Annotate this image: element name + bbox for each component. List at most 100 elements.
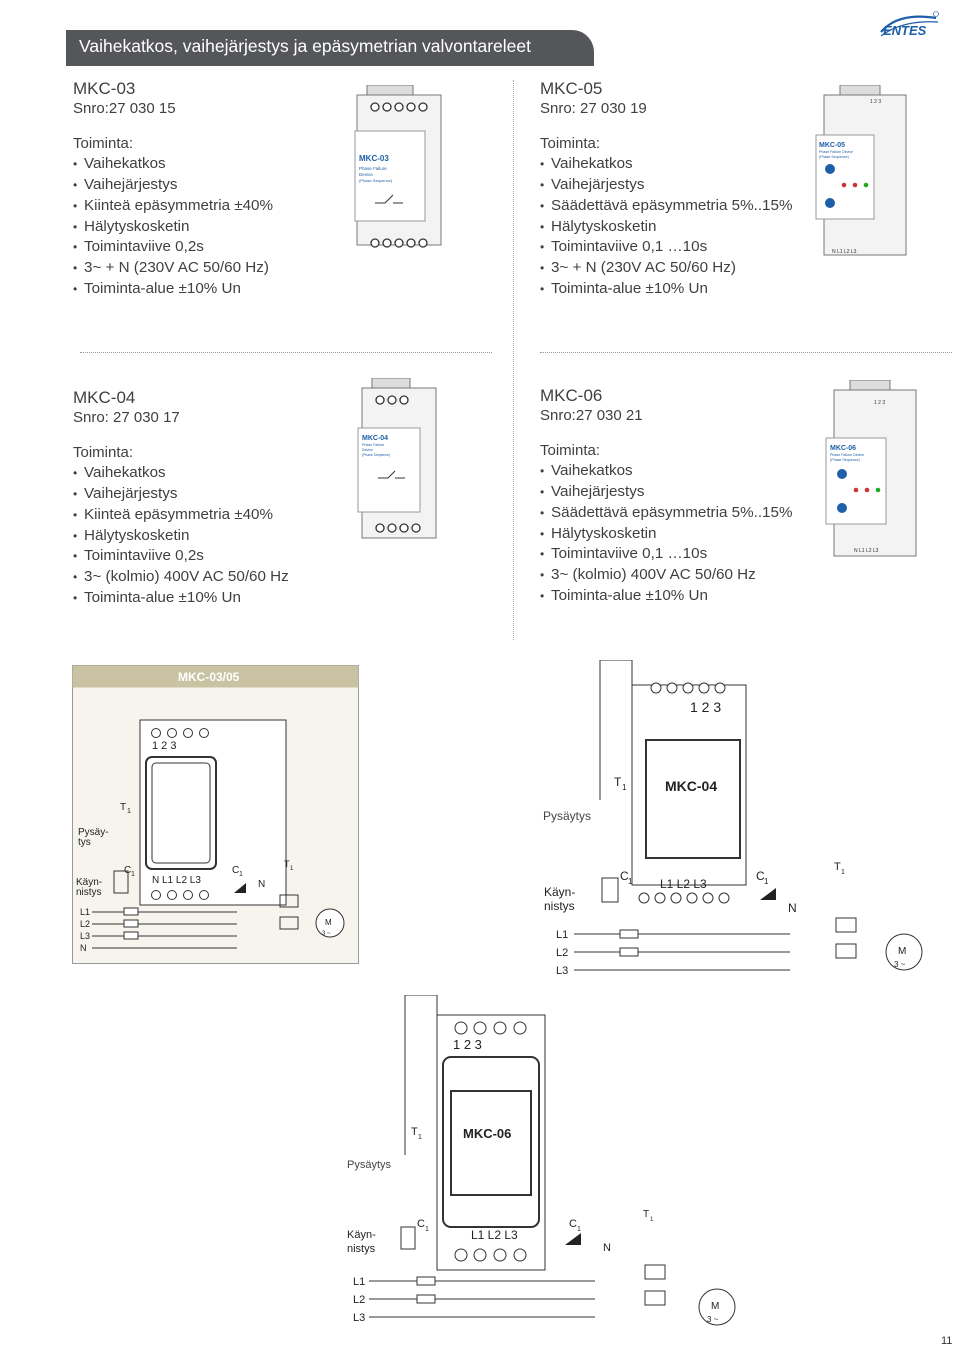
svg-text:Device: Device <box>362 448 373 452</box>
product-snro: Snro: 27 030 19 <box>540 100 647 117</box>
svg-text:1: 1 <box>127 808 131 815</box>
diagram-mkc03-05: MKC-03/05 1 2 3 T 1 Pysäy- tys Käyn- nis… <box>72 665 359 964</box>
svg-text:MKC-04: MKC-04 <box>665 778 717 794</box>
feature-list: Vaihekatkos Vaihejärjestys Kiinteä epäsy… <box>73 154 273 299</box>
svg-text:T: T <box>120 802 126 813</box>
product-mkc03: MKC-03 Snro:27 030 15 Toiminta: Vaihekat… <box>73 78 273 299</box>
svg-text:1 2 3: 1 2 3 <box>152 740 176 752</box>
svg-text:N: N <box>80 943 87 953</box>
svg-text:L1 L2 L3: L1 L2 L3 <box>471 1228 518 1242</box>
svg-text:N L1 L2 L3: N L1 L2 L3 <box>832 249 857 255</box>
feature-item: Vaihekatkos <box>540 461 792 482</box>
svg-text:Device: Device <box>359 172 373 177</box>
mkc05-device-image: 1 2 3 MKC-05 Phase Failure Device (Phase… <box>815 85 907 256</box>
feature-item: Toimintaviive 0,1 …10s <box>540 544 792 565</box>
svg-text:T: T <box>411 1126 418 1138</box>
product-snro: Snro:27 030 15 <box>73 100 176 117</box>
feature-item: 3~ + N (230V AC 50/60 Hz) <box>540 258 792 279</box>
svg-text:1 2 3: 1 2 3 <box>453 1037 482 1052</box>
svg-text:L2: L2 <box>80 919 90 929</box>
diagram-mkc04: 1 2 3 MKC-04 T 1 Pysäytys Käyn- nistys C… <box>543 660 923 977</box>
svg-text:T: T <box>284 859 290 869</box>
svg-text:N: N <box>258 879 265 890</box>
svg-text:Phase Failure Device: Phase Failure Device <box>830 453 864 457</box>
function-label: Toiminta: <box>73 443 134 461</box>
svg-text:C: C <box>232 865 239 876</box>
feature-item: Toimintaviive 0,1 …10s <box>540 237 792 258</box>
mkc04-device-image: MKC-04 Phase Failure Device (Phase Seque… <box>357 378 437 539</box>
svg-text:3 ~: 3 ~ <box>707 1315 719 1324</box>
feature-item: Hälytyskosketin <box>73 217 273 238</box>
svg-text:1: 1 <box>425 1226 429 1233</box>
svg-text:L1: L1 <box>556 929 568 941</box>
svg-text:L3: L3 <box>80 931 90 941</box>
svg-text:1: 1 <box>290 866 294 872</box>
product-model: MKC-04 <box>73 388 136 407</box>
svg-text:Käyn-: Käyn- <box>76 877 102 888</box>
svg-text:(Phase Sequence): (Phase Sequence) <box>359 178 393 183</box>
svg-text:3 ~: 3 ~ <box>322 931 331 937</box>
svg-text:1: 1 <box>628 877 633 886</box>
svg-text:M: M <box>898 946 906 957</box>
feature-item: 3~ + N (230V AC 50/60 Hz) <box>73 258 273 279</box>
feature-item: Hälytyskosketin <box>73 526 289 547</box>
separator <box>540 352 952 353</box>
svg-text:3 ~: 3 ~ <box>894 960 906 969</box>
svg-text:MKC-03/05: MKC-03/05 <box>178 670 240 684</box>
page-number: 11 <box>941 1335 953 1347</box>
feature-item: Vaihekatkos <box>540 154 792 175</box>
svg-text:MKC-04: MKC-04 <box>362 435 388 442</box>
svg-text:MKC-06: MKC-06 <box>830 445 856 452</box>
svg-text:MKC-05: MKC-05 <box>819 142 845 149</box>
product-mkc05: MKC-05 Snro: 27 030 19 Toiminta: Vaiheka… <box>540 78 792 299</box>
feature-item: Toiminta-alue ±10% Un <box>73 588 289 609</box>
feature-item: Vaihejärjestys <box>540 175 792 196</box>
svg-text:nistys: nistys <box>76 887 102 898</box>
svg-text:MKC-03: MKC-03 <box>359 154 389 163</box>
svg-text:L3: L3 <box>556 965 568 977</box>
feature-item: Toiminta-alue ±10% Un <box>540 586 792 607</box>
svg-text:C: C <box>417 1218 425 1230</box>
product-model: MKC-05 <box>540 79 603 98</box>
product-mkc04: MKC-04 Snro: 27 030 17 Toiminta: Vaiheka… <box>73 387 289 608</box>
feature-list: Vaihekatkos Vaihejärjestys Kiinteä epäsy… <box>73 463 289 608</box>
svg-text:1: 1 <box>418 1134 422 1141</box>
feature-item: Säädettävä epäsymmetria 5%..15% <box>540 503 792 524</box>
svg-text:1 2 3: 1 2 3 <box>690 699 721 715</box>
svg-text:1: 1 <box>131 871 135 878</box>
svg-text:Pysäytys: Pysäytys <box>347 1159 392 1171</box>
svg-text:L1: L1 <box>353 1276 365 1288</box>
svg-text:(Phase Sequence): (Phase Sequence) <box>819 155 849 159</box>
svg-text:C: C <box>569 1218 577 1230</box>
feature-item: Vaihekatkos <box>73 154 273 175</box>
feature-item: Vaihekatkos <box>73 463 289 484</box>
svg-text:N: N <box>788 901 797 915</box>
svg-text:(Phase Sequence): (Phase Sequence) <box>830 458 860 462</box>
feature-item: Toiminta-alue ±10% Un <box>73 279 273 300</box>
feature-item: 3~ (kolmio) 400V AC 50/60 Hz <box>540 565 792 586</box>
svg-text:1: 1 <box>577 1226 581 1233</box>
feature-item: 3~ (kolmio) 400V AC 50/60 Hz <box>73 567 289 588</box>
feature-item: Toiminta-alue ±10% Un <box>540 279 792 300</box>
svg-text:Käyn-: Käyn- <box>347 1229 376 1241</box>
svg-text:1: 1 <box>622 783 627 792</box>
feature-list: Vaihekatkos Vaihejärjestys Säädettävä ep… <box>540 154 792 299</box>
svg-text:1: 1 <box>841 869 845 876</box>
header-banner: Vaihekatkos, vaihejärjestys ja epäsymetr… <box>66 30 594 66</box>
svg-text:L2: L2 <box>556 947 568 959</box>
svg-text:1 2 3: 1 2 3 <box>874 400 885 406</box>
separator-vertical <box>513 80 514 640</box>
feature-item: Vaihejärjestys <box>540 482 792 503</box>
svg-text:N L1 L2 L3: N L1 L2 L3 <box>152 875 201 886</box>
product-mkc06: MKC-06 Snro:27 030 21 Toiminta: Vaihekat… <box>540 385 792 606</box>
function-label: Toiminta: <box>540 441 601 459</box>
svg-text:Phase Failure: Phase Failure <box>359 166 387 171</box>
svg-text:nistys: nistys <box>347 1243 376 1255</box>
svg-text:MKC-06: MKC-06 <box>463 1126 511 1141</box>
feature-item: Kiinteä epäsymmetria ±40% <box>73 505 289 526</box>
svg-text:T: T <box>643 1209 649 1220</box>
svg-text:L1: L1 <box>80 907 90 917</box>
product-model: MKC-03 <box>73 79 136 98</box>
feature-item: Vaihejärjestys <box>73 484 289 505</box>
svg-text:tys: tys <box>78 837 91 848</box>
